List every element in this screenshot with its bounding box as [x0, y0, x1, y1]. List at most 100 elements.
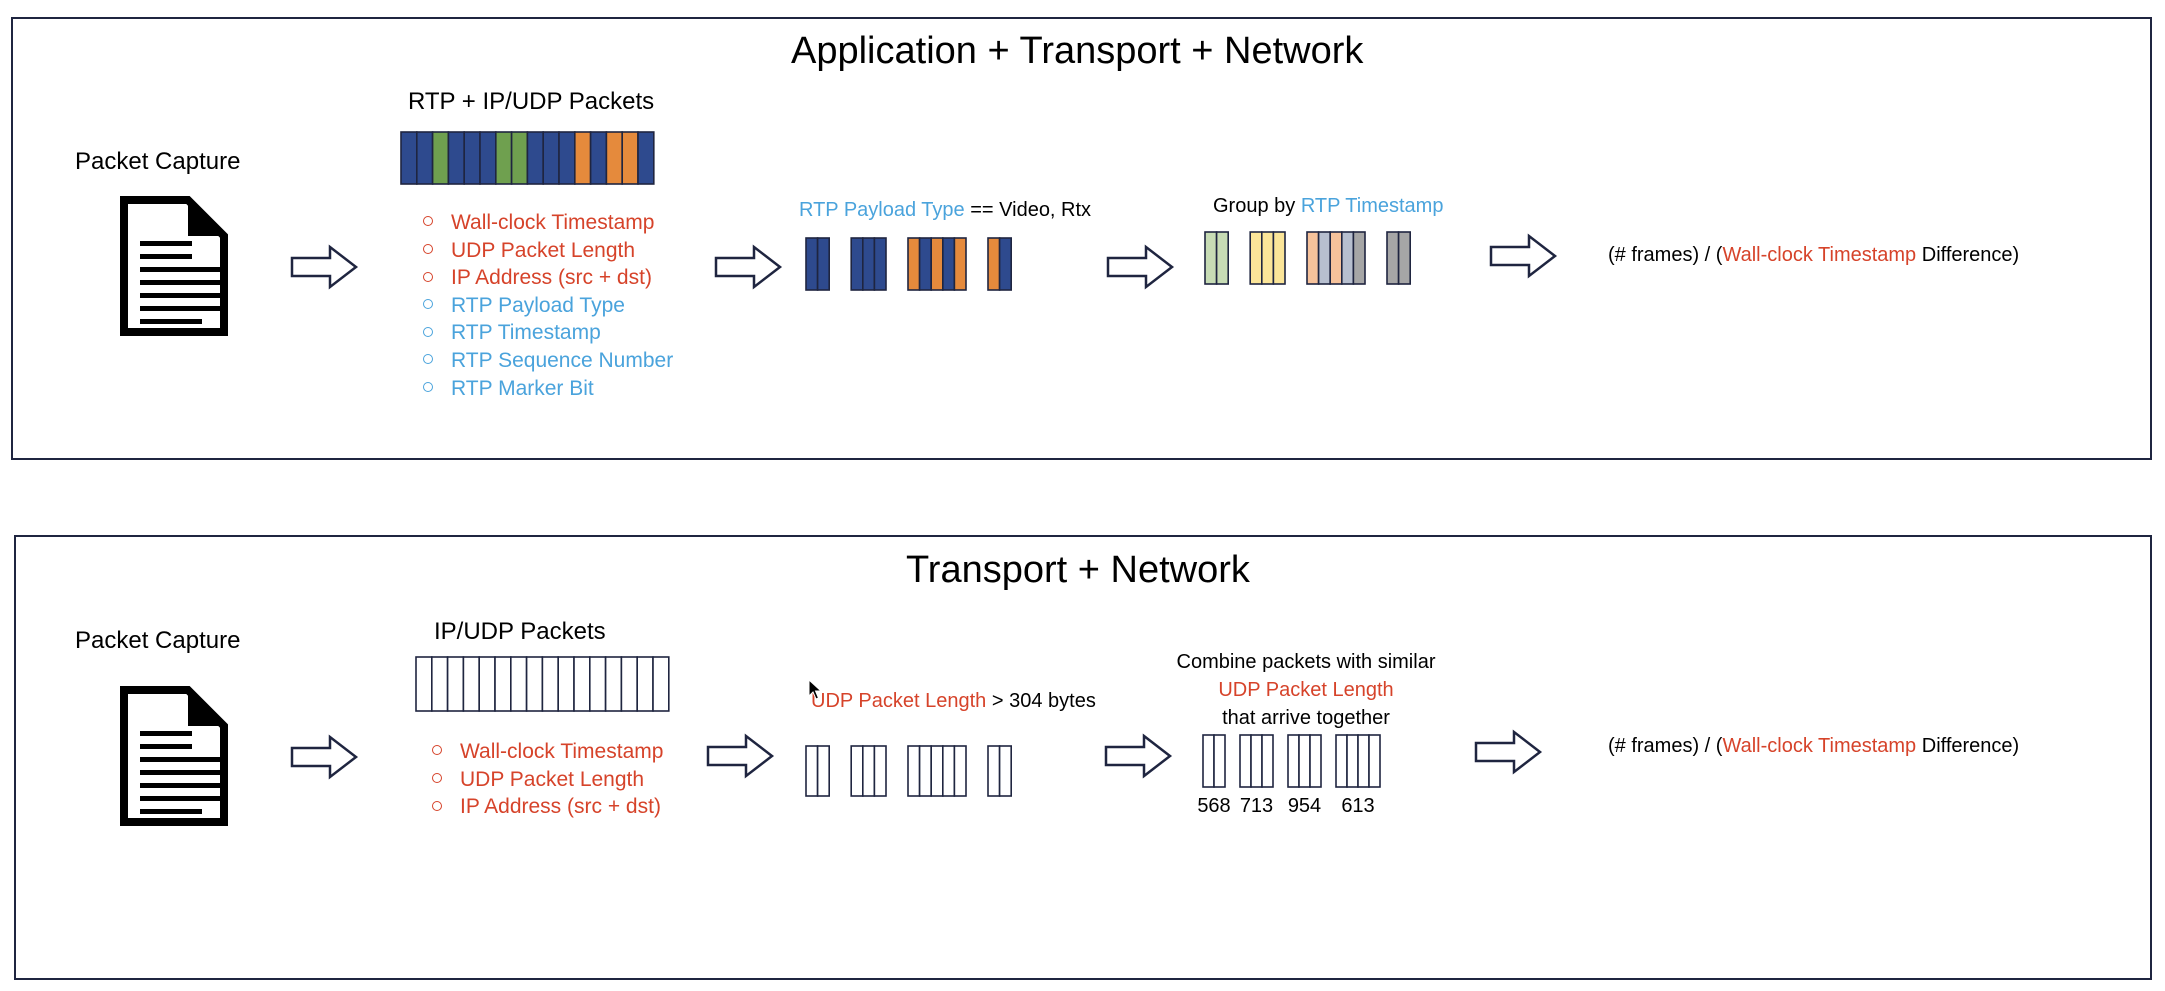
packet-bar	[861, 237, 876, 291]
packet-bar	[636, 656, 654, 712]
result-highlight: Wall-clock Timestamp	[1722, 244, 1917, 266]
group-highlight: RTP Timestamp	[1300, 195, 1444, 217]
packet-bar	[1352, 231, 1366, 285]
packet-bar	[998, 745, 1013, 797]
panel1-filter-label: RTP Payload Type == Video, Rtx	[799, 199, 1091, 222]
arrow-shape	[714, 244, 783, 290]
field-text: RTP Timestamp	[451, 321, 601, 345]
filter-rest: == Video, Rtx	[964, 199, 1092, 221]
filtered-packets	[805, 237, 1013, 291]
right-arrow-icon	[714, 244, 783, 290]
field-text: Wall-clock Timestamp	[460, 740, 664, 763]
bullet-icon	[423, 299, 433, 310]
packet-strip	[415, 656, 670, 712]
packet-bar	[620, 656, 638, 712]
panel2-capture-label: Packet Capture	[75, 627, 241, 654]
bullet-icon	[423, 354, 433, 365]
field-item: UDP Packet Length	[432, 766, 663, 794]
packet-bar	[805, 745, 819, 797]
combined-length-label: 713	[1240, 795, 1273, 817]
bullet-icon	[423, 326, 433, 337]
packet-bar	[605, 131, 623, 185]
packet-bar	[604, 656, 623, 712]
packet-bar	[637, 131, 655, 185]
bullet-icon	[432, 773, 442, 784]
packet-bar	[805, 237, 819, 291]
packet-bar	[1397, 231, 1412, 285]
result-suffix: Difference)	[1916, 735, 2020, 757]
packet-bar	[415, 131, 434, 185]
packet-bar	[998, 237, 1013, 291]
field-text: RTP Marker Bit	[451, 376, 594, 400]
field-item: RTP Timestamp	[423, 319, 673, 347]
panel1-result: (# frames) / (Wall-clock Timestamp Diffe…	[1608, 244, 2019, 267]
result-highlight: Wall-clock Timestamp	[1722, 735, 1917, 757]
bullet-icon	[423, 382, 433, 393]
panel-transport-network	[14, 535, 2152, 980]
packet-bar	[510, 131, 529, 185]
filtered-packets	[805, 745, 1013, 797]
field-item: IP Address (src + dst)	[423, 264, 673, 292]
packet-bar	[431, 131, 450, 185]
packet-bar	[415, 656, 433, 712]
right-arrow-icon	[290, 244, 359, 290]
document-icon	[120, 686, 228, 826]
bullet-icon	[423, 271, 433, 282]
filter-highlight: UDP Packet Length	[811, 690, 987, 712]
packet-bar	[907, 745, 921, 797]
packet-bar	[873, 237, 887, 291]
mouse-cursor-icon	[808, 678, 823, 700]
result-prefix: (# frames) / (	[1608, 735, 1723, 757]
combine-line1: Combine packets with similar	[1176, 651, 1436, 673]
packet-bar	[1249, 231, 1263, 285]
packet-bar	[621, 131, 639, 185]
field-item: RTP Payload Type	[423, 292, 673, 320]
packet-bar	[557, 656, 575, 712]
packet-bar	[462, 656, 481, 712]
packet-bar	[478, 656, 496, 712]
packet-bar	[1239, 734, 1252, 788]
bullet-icon	[432, 800, 442, 811]
packet-bar	[1213, 734, 1226, 788]
panel2-title: Transport + Network	[906, 549, 1250, 591]
packet-bar	[816, 745, 831, 797]
result-suffix: Difference)	[1916, 244, 2020, 266]
packet-bar	[1309, 734, 1322, 788]
panel1-title: Application + Transport + Network	[791, 30, 1364, 72]
panel1-group-label: Group by RTP Timestamp	[1213, 195, 1443, 218]
field-item: UDP Packet Length	[423, 237, 673, 265]
field-text: RTP Sequence Number	[451, 348, 674, 372]
panel2-combine-label: Combine packets with similar UDP Packet …	[1168, 648, 1444, 732]
packet-bar	[873, 745, 887, 797]
packet-bar	[589, 131, 608, 185]
arrow-shape	[1104, 733, 1173, 779]
packet-bar	[1202, 734, 1215, 788]
packet-bar	[479, 131, 497, 185]
right-arrow-icon	[1106, 244, 1175, 290]
field-text: Wall-clock Timestamp	[451, 211, 655, 234]
packet-bar	[447, 131, 466, 185]
arrow-shape	[290, 244, 359, 290]
packet-bar	[542, 131, 560, 185]
right-arrow-icon	[706, 733, 775, 779]
field-text: RTP Payload Type	[451, 293, 625, 317]
packet-strip	[400, 131, 655, 185]
result-prefix: (# frames) / (	[1608, 244, 1723, 266]
packet-bar	[1357, 734, 1370, 788]
packet-bar	[1272, 231, 1286, 285]
packet-bar	[942, 237, 956, 291]
panel1-capture-label: Packet Capture	[75, 148, 241, 175]
panel1-packets-label: RTP + IP/UDP Packets	[408, 88, 655, 115]
packet-bar	[1261, 734, 1274, 788]
document-shape	[120, 686, 228, 826]
panel-application-transport-network	[11, 17, 2152, 460]
packet-bar	[1368, 734, 1381, 788]
packet-bar	[573, 656, 591, 712]
packet-bar	[574, 131, 592, 185]
packet-bar	[463, 131, 481, 185]
packet-bar	[446, 656, 465, 712]
packet-bar	[1317, 231, 1331, 285]
field-item: IP Address (src + dst)	[432, 793, 663, 821]
